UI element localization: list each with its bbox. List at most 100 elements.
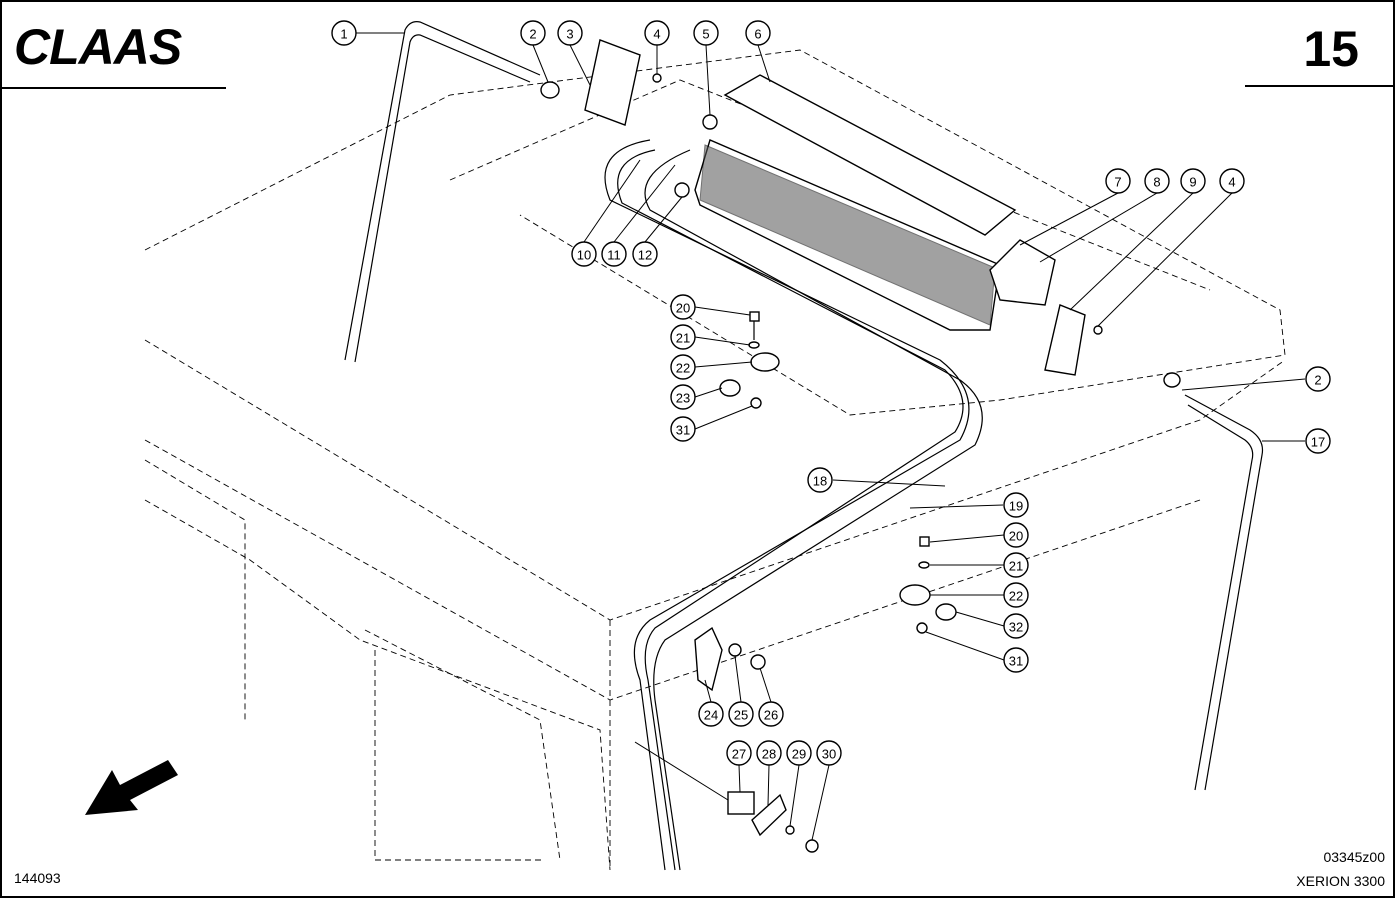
callout-20: 20 xyxy=(1003,522,1029,548)
callout-label: 23 xyxy=(676,391,690,406)
callout-circle xyxy=(728,701,754,727)
callout-label: 7 xyxy=(1114,175,1121,190)
callout-21: 21 xyxy=(1003,552,1029,578)
callout-label: 4 xyxy=(653,27,660,42)
callout-circle xyxy=(758,701,784,727)
callout-label: 1 xyxy=(340,27,347,42)
callout-label: 2 xyxy=(1314,373,1321,388)
callout-circle xyxy=(816,740,842,766)
cab-roof-outline xyxy=(144,49,1286,871)
callout-label: 19 xyxy=(1009,499,1023,514)
callout-5: 5 xyxy=(693,20,719,46)
bracket-24 xyxy=(694,626,723,692)
nut-31b xyxy=(916,622,928,634)
bracket-9 xyxy=(1044,304,1086,376)
plate-3 xyxy=(584,39,641,126)
callout-circle xyxy=(571,241,597,267)
bolt-26 xyxy=(750,654,766,670)
callout-circle xyxy=(1003,582,1029,608)
callout-circle xyxy=(745,20,771,46)
callout-18: 18 xyxy=(807,467,833,493)
callout-circle xyxy=(1305,428,1331,454)
callout-label: 8 xyxy=(1153,175,1160,190)
clamp-2 xyxy=(540,81,560,99)
callout-label: 11 xyxy=(607,248,621,263)
pipe-1 xyxy=(344,21,541,361)
callout-circle xyxy=(698,701,724,727)
callout-circle xyxy=(1105,168,1131,194)
callout-label: 31 xyxy=(676,423,690,438)
callout-11: 11 xyxy=(601,241,627,267)
callout-4: 4 xyxy=(644,20,670,46)
callout-label: 26 xyxy=(764,708,778,723)
callout-label: 27 xyxy=(732,747,746,762)
screw-4 xyxy=(652,73,662,83)
clamp-22b xyxy=(899,584,931,606)
callout-22: 22 xyxy=(1003,582,1029,608)
callout-label: 22 xyxy=(676,361,690,376)
callout-label: 21 xyxy=(1009,559,1023,574)
nut-31 xyxy=(750,397,762,409)
callout-27: 27 xyxy=(726,740,752,766)
bushing-23 xyxy=(719,379,741,397)
callout-label: 32 xyxy=(1009,620,1023,635)
callout-2: 2 xyxy=(520,20,546,46)
bushing-32 xyxy=(935,603,957,621)
callout-circle xyxy=(1003,613,1029,639)
page-number: 15 xyxy=(1303,21,1359,77)
hose-18-inner xyxy=(617,149,964,871)
callout-label: 5 xyxy=(702,27,709,42)
washer-21 xyxy=(748,341,760,349)
callout-circle xyxy=(670,294,696,320)
callout-circle xyxy=(807,467,833,493)
callout-20: 20 xyxy=(670,294,696,320)
callout-circle xyxy=(1003,647,1029,673)
callout-circle xyxy=(1003,552,1029,578)
callout-30: 30 xyxy=(816,740,842,766)
callout-circle xyxy=(670,384,696,410)
callout-10: 10 xyxy=(571,241,597,267)
callout-label: 4 xyxy=(1228,175,1235,190)
screw-4b xyxy=(1093,325,1103,335)
callout-circle xyxy=(1305,366,1331,392)
washer-21b xyxy=(918,561,930,569)
callout-19: 19 xyxy=(1003,492,1029,518)
callout-7: 7 xyxy=(1105,168,1131,194)
callout-circle xyxy=(1180,168,1206,194)
callout-1: 1 xyxy=(331,20,357,46)
callout-26: 26 xyxy=(758,701,784,727)
bolt-20 xyxy=(749,311,760,322)
callout-circle xyxy=(693,20,719,46)
callout-circle xyxy=(331,20,357,46)
callout-29: 29 xyxy=(786,740,812,766)
callout-4: 4 xyxy=(1219,168,1245,194)
callout-12: 12 xyxy=(632,241,658,267)
seal-12 xyxy=(674,182,690,198)
callout-circle xyxy=(670,416,696,442)
arrow-down-left-icon xyxy=(85,760,178,815)
bolt-20b xyxy=(919,536,930,547)
callout-label: 17 xyxy=(1311,435,1325,450)
callout-6: 6 xyxy=(745,20,771,46)
callout-28: 28 xyxy=(756,740,782,766)
bolt-30 xyxy=(805,839,819,853)
washer-29 xyxy=(785,825,795,835)
pipe-17-inner xyxy=(1187,404,1254,791)
callout-circle xyxy=(670,324,696,350)
leader-lines xyxy=(355,32,1306,841)
pipe-17 xyxy=(1184,394,1264,791)
callout-31: 31 xyxy=(670,416,696,442)
callout-label: 12 xyxy=(638,248,652,263)
claas-logo: CLAAS xyxy=(14,22,183,70)
callout-label: 28 xyxy=(762,747,776,762)
callout-label: 22 xyxy=(1009,589,1023,604)
callout-label: 20 xyxy=(1009,529,1023,544)
model-name: XERION 3300 xyxy=(1296,873,1385,889)
callout-label: 10 xyxy=(577,248,591,263)
callout-25: 25 xyxy=(728,701,754,727)
callout-31: 31 xyxy=(1003,647,1029,673)
fitting-5 xyxy=(702,114,718,130)
brand-logo-text: CLAAS xyxy=(14,22,182,70)
